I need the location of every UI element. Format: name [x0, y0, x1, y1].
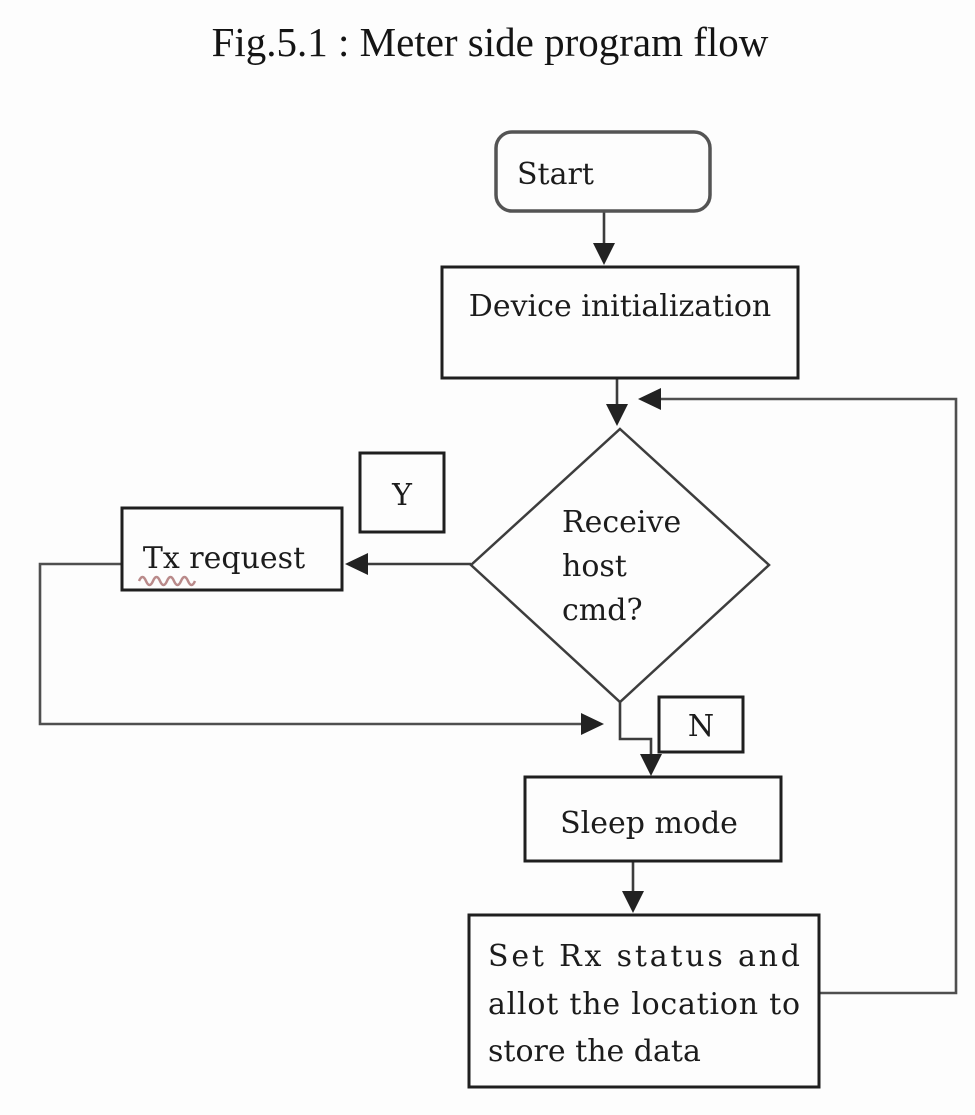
set-rx-status-shape: [467, 913, 821, 1089]
branch-no-shape: [657, 695, 745, 754]
arrowhead-tx-return: [581, 713, 604, 735]
arrowhead-decision-to-tx: [345, 553, 368, 575]
sleep-mode-shape: [523, 775, 783, 863]
tx-request-shape: [120, 506, 344, 592]
decision-line-1: Receive: [562, 505, 681, 540]
set-rx-line-2: allot the location to: [488, 987, 800, 1022]
arrowhead-decision-to-sleep: [640, 754, 662, 776]
branch-yes-shape: [358, 451, 446, 534]
label-branch-yes: Y: [358, 451, 446, 534]
arrowhead-feedback-to-junction: [638, 388, 661, 410]
figure-title: Fig.5.1 : Meter side program flow: [212, 19, 769, 65]
branch-yes-label: Y: [391, 478, 413, 513]
node-device-initialization: Device initialization: [440, 265, 800, 380]
decision-line-3: cmd?: [562, 593, 643, 628]
node-tx-request: Tx request: [120, 506, 344, 592]
label-branch-no: N: [657, 695, 745, 754]
edge-setrx-feedback-loop: [660, 397, 958, 995]
spellcheck-squiggle: [137, 575, 197, 587]
decision-shape: [469, 427, 771, 704]
node-set-rx-status: Set Rx status and allot the location to …: [467, 913, 821, 1089]
arrowhead-start-to-device: [593, 243, 615, 265]
start-label: Start: [517, 157, 594, 192]
arrowhead-device-to-decision: [606, 404, 628, 426]
node-sleep-mode: Sleep mode: [523, 775, 783, 863]
device-initialization-shape: [440, 265, 800, 380]
tx-request-label: Tx request: [143, 541, 305, 576]
branch-no-label: N: [688, 709, 714, 744]
set-rx-line-1: Set Rx status and: [488, 939, 800, 974]
set-rx-line-3: store the data: [488, 1034, 701, 1069]
edge-decision-to-sleep: [618, 702, 653, 756]
node-decision-receive-host-cmd: Receive host cmd?: [469, 427, 771, 704]
device-initialization-label: Device initialization: [469, 289, 771, 324]
edge-tx-return-loop: [38, 562, 583, 726]
node-start: Start: [494, 130, 712, 213]
decision-line-2: host: [562, 549, 627, 584]
start-shape: [494, 130, 712, 213]
arrowhead-sleep-to-setrx: [622, 891, 644, 913]
sleep-mode-label: Sleep mode: [560, 806, 738, 841]
